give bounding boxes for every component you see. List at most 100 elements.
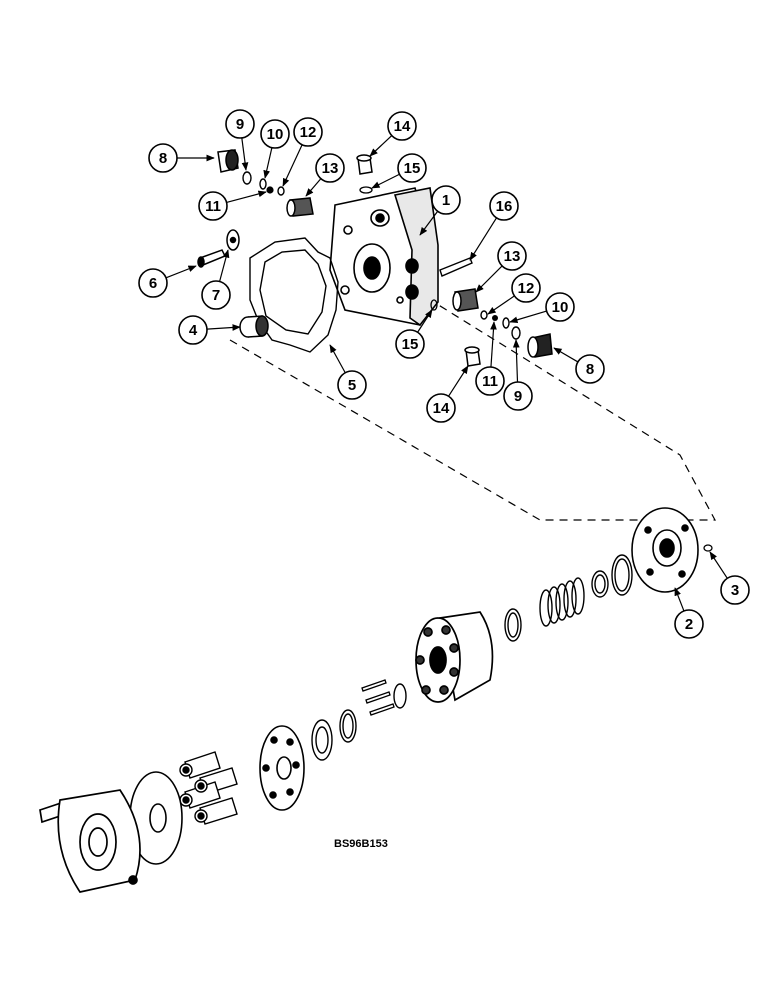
callout-label: 12	[518, 280, 535, 297]
callout-leader-line	[329, 344, 346, 374]
callout-leader-line	[263, 147, 273, 179]
cylinder-block	[415, 611, 494, 703]
callout-leader-line	[369, 135, 393, 157]
callout-label: 8	[159, 150, 167, 167]
callout-circle	[431, 185, 461, 215]
washer-a	[591, 570, 609, 598]
callout-circle	[489, 191, 519, 221]
callout-label: 8	[586, 361, 594, 378]
callout-label: 14	[433, 400, 450, 417]
callout-7: 7	[201, 249, 231, 310]
part-14-plug-right	[464, 346, 481, 367]
callout-2: 2	[674, 587, 704, 639]
callout-leader-line	[165, 265, 197, 279]
callout-3: 3	[709, 551, 750, 605]
pistons	[179, 751, 238, 825]
part-16-bolt	[439, 257, 473, 277]
callout-leader-line	[241, 137, 249, 171]
part-8-plug-right	[527, 333, 553, 358]
part-10-ring-top	[259, 178, 267, 190]
pins	[361, 679, 395, 716]
callout-label: 13	[504, 248, 521, 265]
housing-shaft	[39, 789, 141, 893]
part-9-oring-right	[511, 326, 521, 340]
callout-label: 11	[205, 198, 221, 215]
part-15-oring-right	[430, 299, 438, 311]
callout-label: 15	[402, 336, 419, 353]
callout-leader-line	[490, 321, 497, 368]
callout-circle	[503, 381, 533, 411]
callout-circle	[545, 292, 575, 322]
callout-circle	[198, 191, 228, 221]
retainer-plate	[259, 725, 305, 811]
part-12-washer-right	[480, 310, 488, 320]
callout-label: 10	[552, 299, 569, 316]
callout-circle	[575, 354, 605, 384]
retainer-ring	[393, 683, 407, 709]
callout-9: 9	[225, 109, 255, 171]
snap-ring-c	[339, 709, 357, 743]
callout-leader-line	[674, 587, 685, 612]
part-7-plate	[226, 229, 240, 251]
callout-label: 13	[322, 160, 339, 177]
part-11-ball-right	[492, 315, 498, 321]
callout-11: 11	[475, 321, 505, 396]
callout-16: 16	[469, 191, 519, 261]
part-valve-housing	[329, 187, 439, 327]
snap-ring-a	[611, 554, 633, 596]
callout-circle	[395, 329, 425, 359]
callout-circle	[225, 109, 255, 139]
callout-leader-line	[371, 173, 400, 189]
snap-ring-b	[504, 608, 522, 642]
callout-13: 13	[475, 241, 527, 293]
callout-leader-line	[487, 295, 515, 315]
callout-10: 10	[509, 292, 575, 324]
part-6-stud	[197, 249, 227, 268]
callout-label: 4	[189, 322, 198, 339]
callout-circle	[138, 268, 168, 298]
callout-leader-line	[219, 249, 230, 282]
callout-4: 4	[178, 315, 241, 345]
part-2-end-plate	[631, 507, 699, 593]
callout-circle	[148, 143, 178, 173]
callout-label: 9	[514, 388, 522, 405]
callout-6: 6	[138, 265, 197, 298]
callout-label: 10	[267, 126, 284, 143]
callout-circle	[511, 273, 541, 303]
callout-12: 12	[282, 117, 323, 187]
callout-leader-line	[419, 210, 439, 236]
part-10-ring-right	[502, 317, 510, 329]
part-13-spool-right	[452, 288, 479, 312]
callout-label: 9	[236, 116, 244, 133]
part-3-pin	[703, 544, 713, 552]
callout-leader-line	[226, 190, 267, 204]
callout-label: 14	[394, 118, 411, 135]
callout-leader-line	[282, 144, 303, 187]
callout-1: 1	[419, 185, 461, 236]
callout-circle	[260, 119, 290, 149]
callout-leader-line	[512, 339, 520, 383]
callout-leader-line	[509, 310, 547, 324]
callout-label: 16	[496, 198, 513, 215]
callout-circle	[178, 315, 208, 345]
callout-leader-line	[417, 309, 433, 333]
callout-leader-line	[469, 217, 498, 261]
callout-14: 14	[426, 365, 469, 423]
callout-11: 11	[198, 190, 267, 221]
callout-circle	[475, 366, 505, 396]
callout-leader-line	[709, 551, 728, 579]
callout-15: 15	[395, 309, 433, 359]
part-12-washer-top	[277, 186, 285, 196]
callout-8: 8	[148, 143, 215, 173]
callout-circle	[315, 153, 345, 183]
callout-9: 9	[503, 339, 533, 411]
callout-leader-line	[448, 365, 469, 397]
callout-leader-line	[206, 324, 241, 331]
callout-13: 13	[305, 153, 345, 197]
callout-label: 1	[442, 192, 450, 209]
part-9-oring-top	[242, 171, 252, 185]
callout-label: 11	[482, 373, 498, 390]
callout-12: 12	[487, 273, 541, 315]
callout-label: 7	[212, 287, 220, 304]
